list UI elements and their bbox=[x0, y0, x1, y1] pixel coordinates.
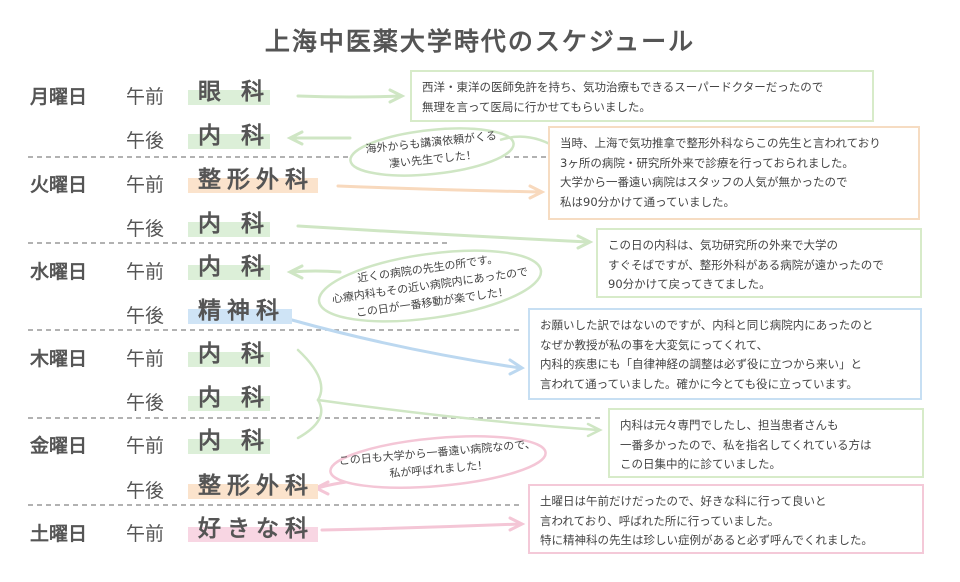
period-label: 午後 bbox=[126, 392, 165, 414]
subject-cell: 内 科 bbox=[188, 341, 271, 367]
subject-label: 内 科 bbox=[198, 254, 271, 280]
subject-label: 内 科 bbox=[198, 341, 271, 367]
subject-cell: 内 科 bbox=[188, 428, 271, 454]
note-line: 特に精神科の先生は珍しい症例があると必ず呼んでくれました。 bbox=[540, 533, 873, 547]
note-line: 西洋・東洋の医師免許を持ち、気功治療もできるスーパードクターだったので bbox=[422, 80, 824, 94]
period-label: 午前 bbox=[126, 86, 165, 108]
note-line: 大学から一番遠い病院はスタッフの人気が無かったので bbox=[560, 175, 848, 189]
note-box: 土曜日は午前だけだったので、好きな科に行って良いと 言われており、呼ばれた所に行… bbox=[528, 484, 924, 554]
subject-cell: 内 科 bbox=[188, 385, 271, 411]
day-label: 月曜日 bbox=[30, 86, 88, 108]
note-line: なぜか教授が私の事を大変気にってくれて、 bbox=[540, 337, 769, 352]
period-label: 午前 bbox=[126, 174, 165, 196]
highlight-bar bbox=[188, 484, 318, 499]
subject-cell: 内 科 bbox=[188, 211, 271, 237]
note-line: 言われており、呼ばれた所に行っていました。 bbox=[540, 513, 780, 528]
note-line: 土曜日は午前だけだったので、好きな科に行って良いと bbox=[540, 494, 827, 508]
note-line: 内科的疾患にも「自律神経の調整は必ず役に立つから来い」と bbox=[540, 357, 862, 371]
period-label: 午後 bbox=[126, 130, 165, 152]
day-label: 水曜日 bbox=[30, 261, 88, 283]
subject-label: 内 科 bbox=[198, 428, 271, 454]
arrow-sat-am bbox=[320, 516, 526, 532]
day-label: 金曜日 bbox=[30, 435, 88, 457]
arrow-thu bbox=[296, 348, 603, 440]
arrow-wed-pm bbox=[290, 318, 525, 376]
subject-cell: 整形外科 bbox=[188, 167, 318, 193]
note-line: 内科は元々専門でしたし、担当患者さんも bbox=[620, 418, 839, 432]
note-box: 西洋・東洋の医師免許を持ち、気功治療もできるスーパードクターだったので 無理を言… bbox=[410, 70, 874, 122]
day-label: 火曜日 bbox=[30, 174, 88, 196]
subject-label: 精神科 bbox=[198, 298, 285, 324]
highlight-bar bbox=[188, 439, 270, 454]
highlight-bar bbox=[188, 265, 270, 280]
note-line: 言われて通っていました。確かに今とても役に立っています。 bbox=[540, 376, 858, 391]
arrow-mon-am bbox=[296, 88, 406, 104]
note-line: 90分かけて戻ってきてました。 bbox=[608, 277, 771, 291]
note-line: 私は90分かけて通っていました。 bbox=[560, 194, 736, 209]
period-label: 午前 bbox=[126, 435, 165, 457]
subject-cell: 好きな科 bbox=[188, 516, 318, 542]
arrow-tue-pm bbox=[296, 224, 594, 250]
highlight-bar bbox=[188, 309, 292, 324]
arrow-mon-pm bbox=[286, 130, 352, 146]
subject-cell: 整形外科 bbox=[188, 473, 318, 499]
note-box: 内科は元々専門でしたし、担当患者さんも 一番多かったので、私を指名してくれている… bbox=[608, 408, 924, 478]
speech-bubble-outline bbox=[349, 127, 515, 177]
subject-cell: 眼 科 bbox=[188, 79, 271, 105]
note-line: 当時、上海で気功推拿で整形外科ならこの先生と言われており bbox=[560, 136, 881, 150]
highlight-bar bbox=[188, 352, 270, 367]
highlight-bar bbox=[188, 134, 270, 149]
speech-bubble-outline bbox=[329, 435, 547, 489]
note-box: この日の内科は、気功研究所の外来で大学の すぐそばですが、整形外科がある病院が遠… bbox=[596, 228, 922, 298]
note-box: 当時、上海で気功推拿で整形外科ならこの先生と言われており 3ヶ所の病院・研究所外… bbox=[548, 126, 920, 220]
day-label: 木曜日 bbox=[30, 348, 88, 370]
note-box: お願いした訳ではないのですが、内科と同じ病院内にあったのと なぜか教授が私の事を… bbox=[528, 308, 922, 400]
page-title: 上海中医薬大学時代のスケジュール bbox=[264, 27, 696, 56]
period-label: 午後 bbox=[126, 480, 165, 502]
subject-label: 好きな科 bbox=[198, 516, 314, 542]
subject-label: 眼 科 bbox=[198, 79, 271, 105]
arrow-tue-am bbox=[336, 184, 546, 200]
subject-label: 内 科 bbox=[198, 123, 271, 149]
highlight-bar bbox=[188, 90, 270, 105]
period-label: 午前 bbox=[126, 261, 165, 283]
subject-label: 整形外科 bbox=[198, 473, 314, 499]
subject-cell: 精神科 bbox=[188, 298, 292, 324]
note-line: お願いした訳ではないのですが、内科と同じ病院内にあったのと bbox=[540, 318, 874, 332]
highlight-bar bbox=[188, 222, 270, 237]
note-line: この日集中的に診ていました。 bbox=[620, 457, 781, 471]
highlight-bar bbox=[188, 527, 318, 542]
highlight-bar bbox=[188, 396, 270, 411]
subject-label: 内 科 bbox=[198, 211, 271, 237]
note-line: この日の内科は、気功研究所の外来で大学の bbox=[608, 238, 838, 252]
period-label: 午後 bbox=[126, 218, 165, 240]
period-label: 午前 bbox=[126, 348, 165, 370]
highlight-bar bbox=[188, 178, 318, 193]
arrow-wed-am bbox=[286, 264, 342, 280]
note-line: 3ヶ所の病院・研究所外来で診療を行っておられました。 bbox=[560, 155, 854, 170]
day-label: 土曜日 bbox=[30, 523, 88, 545]
speech-bubble-outline bbox=[317, 249, 543, 323]
subject-label: 内 科 bbox=[198, 385, 271, 411]
subject-cell: 内 科 bbox=[188, 123, 271, 149]
subject-label: 整形外科 bbox=[198, 167, 314, 193]
note-line: 一番多かったので、私を指名してくれている方は bbox=[620, 437, 872, 452]
period-label: 午前 bbox=[126, 523, 165, 545]
subject-cell: 内 科 bbox=[188, 254, 271, 280]
note-line: 無理を言って医局に行かせてもらいました。 bbox=[422, 99, 651, 114]
period-label: 午後 bbox=[126, 305, 165, 327]
note-line: すぐそばですが、整形外科がある病院が遠かったので bbox=[608, 257, 884, 272]
